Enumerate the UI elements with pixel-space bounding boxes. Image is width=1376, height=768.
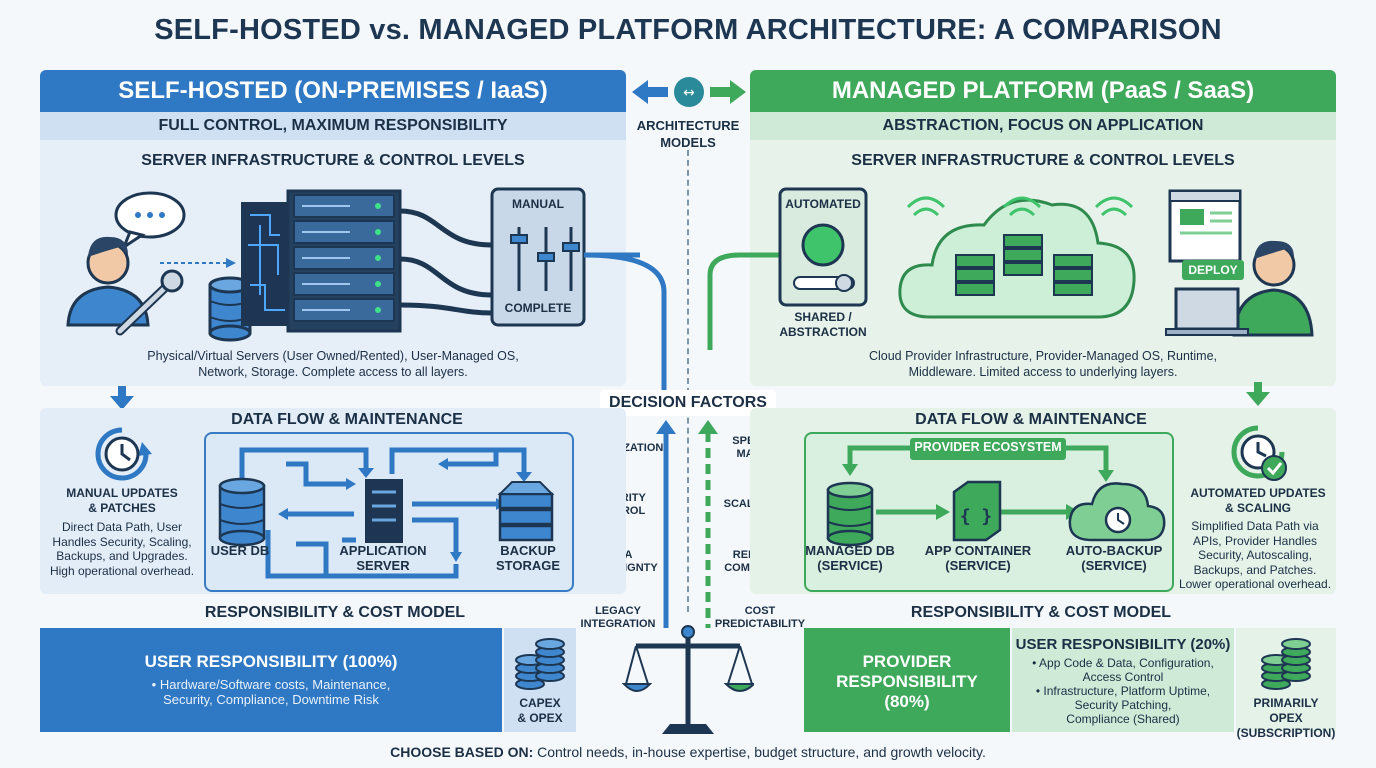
center-divider bbox=[687, 150, 689, 612]
provider-responsibility-line3: (80%) bbox=[884, 692, 930, 711]
capex-label-line2: & OPEX bbox=[517, 711, 563, 725]
user-20-box bbox=[1012, 628, 1234, 732]
automated-control-panel bbox=[778, 187, 868, 307]
control-abstraction-label: ABSTRACTION bbox=[779, 325, 867, 339]
node-app-container-line1: APP CONTAINER bbox=[924, 543, 1032, 558]
right-infra-title: SERVER INFRASTRUCTURE & CONTROL LEVELS bbox=[851, 152, 1235, 169]
bidirectional-arrow-icon: ↔ bbox=[632, 77, 746, 107]
left-flow-title: DATA FLOW & MAINTENANCE bbox=[231, 411, 463, 428]
right-updates-desc-3: Security, Autoscaling, bbox=[1198, 548, 1312, 562]
right-flow-diagram: { } bbox=[826, 438, 1166, 547]
user-responsibility-box bbox=[40, 628, 502, 732]
wifi-icon bbox=[906, 196, 1134, 217]
right-updates-desc-4: Backups, and Patches. bbox=[1193, 562, 1317, 577]
node-managed-db-line1: MANAGED DB bbox=[805, 543, 895, 558]
control-automated-label: AUTOMATED bbox=[785, 197, 861, 211]
clock-refresh-icon bbox=[95, 427, 152, 481]
user-20-desc-2: Access Control bbox=[1082, 670, 1164, 684]
control-shared-label: SHARED / bbox=[794, 310, 852, 324]
left-infra-desc-line1: Physical/Virtual Servers (User Owned/Ren… bbox=[147, 349, 519, 363]
left-infra-desc-line2: Network, Storage. Complete access to all… bbox=[198, 365, 468, 379]
clock-check-icon bbox=[1231, 425, 1287, 481]
provider-responsibility-line2: RESPONSIBILITY bbox=[836, 672, 978, 691]
left-flow-diagram bbox=[218, 447, 555, 579]
user-responsibility-desc-2: Security, Compliance, Downtime Risk bbox=[163, 692, 379, 707]
admin-person-icon bbox=[66, 236, 150, 327]
left-updates-desc-1: Direct Data Path, User bbox=[61, 520, 183, 534]
deploy-button: DEPLOY bbox=[1182, 260, 1244, 280]
browser-window-icon bbox=[1168, 189, 1242, 263]
managed-infrastructure-illustration bbox=[707, 187, 1314, 350]
server-rack-icon bbox=[286, 189, 402, 333]
svg-text:↔: ↔ bbox=[683, 85, 695, 101]
right-infra-desc-line2: Middleware. Limited access to underlying… bbox=[908, 365, 1178, 379]
user-responsibility-desc-1: • Hardware/Software costs, Maintenance, bbox=[151, 677, 391, 692]
node-app-server-line2: SERVER bbox=[356, 558, 410, 573]
node-backup-line2: STORAGE bbox=[495, 558, 561, 573]
right-updates-title-line2: & SCALING bbox=[1225, 501, 1291, 515]
left-updates-desc-3: Backups, and Upgrades. bbox=[56, 549, 188, 563]
provider-responsibility-box bbox=[804, 628, 1010, 732]
page-title: SELF-HOSTED vs. MANAGED PLATFORM ARCHITE… bbox=[154, 14, 1222, 46]
footer-text: Control needs, in-house expertise, budge… bbox=[533, 744, 986, 760]
factor-arrows bbox=[656, 420, 718, 628]
self-hosted-header: SELF-HOSTED (ON-PREMISES / IaaS) bbox=[40, 70, 626, 112]
architecture-models-label: ARCHITECTURE MODELS bbox=[636, 118, 740, 150]
right-cost-title: RESPONSIBILITY & COST MODEL bbox=[910, 604, 1172, 621]
control-complete-label: COMPLETE bbox=[504, 301, 572, 315]
user-20-desc-4: Security Patching, bbox=[1074, 698, 1172, 712]
cloud-icon bbox=[898, 198, 1136, 319]
footer-bold: CHOOSE BASED ON: bbox=[390, 744, 534, 760]
right-infra-desc-line1: Cloud Provider Infrastructure, Provider-… bbox=[868, 349, 1218, 363]
managed-header: MANAGED PLATFORM (PaaS / SaaS) bbox=[750, 70, 1336, 112]
node-auto-backup-line1: AUTO-BACKUP bbox=[1065, 543, 1163, 558]
balance-scale-icon bbox=[622, 625, 754, 734]
wrench-icon bbox=[115, 269, 184, 336]
right-flow-title: DATA FLOW & MAINTENANCE bbox=[915, 411, 1147, 428]
control-manual-label: MANUAL bbox=[512, 197, 564, 211]
user-20-desc-1: • App Code & Data, Configuration, bbox=[1032, 656, 1214, 670]
user-20-desc-5: Compliance (Shared) bbox=[1066, 712, 1180, 726]
right-updates-desc-1: Simplified Data Path via bbox=[1191, 519, 1319, 533]
node-managed-db-line2: (SERVICE) bbox=[817, 558, 883, 573]
node-auto-backup-line2: (SERVICE) bbox=[1081, 558, 1147, 573]
node-app-container-line2: (SERVICE) bbox=[945, 558, 1011, 573]
right-updates-title-line1: AUTOMATED UPDATES bbox=[1190, 486, 1326, 500]
left-updates-desc-4: High operational overhead. bbox=[49, 563, 195, 578]
provider-ecosystem-label: PROVIDER ECOSYSTEM bbox=[914, 440, 1062, 454]
right-down-arrow bbox=[1246, 382, 1270, 406]
self-hosted-infrastructure-illustration bbox=[66, 187, 640, 342]
user-20-title: USER RESPONSIBILITY (20%) bbox=[1015, 636, 1231, 653]
provider-responsibility-line1: PROVIDER bbox=[862, 652, 952, 671]
green-coins-icon bbox=[1261, 638, 1311, 690]
left-cost-title: RESPONSIBILITY & COST MODEL bbox=[204, 604, 466, 621]
left-infra-title: SERVER INFRASTRUCTURE & CONTROL LEVELS bbox=[141, 152, 525, 169]
node-backup-line1: BACKUP bbox=[500, 543, 556, 558]
svg-text:{ }: { } bbox=[960, 506, 993, 527]
managed-subheader: ABSTRACTION, FOCUS ON APPLICATION bbox=[750, 112, 1336, 140]
speech-bubble-icon bbox=[114, 191, 186, 251]
user-20-desc-3: • Infrastructure, Platform Uptime, bbox=[1035, 684, 1211, 698]
left-updates-title-line2: & PATCHES bbox=[88, 501, 156, 515]
self-hosted-subheader: FULL CONTROL, MAXIMUM RESPONSIBILITY bbox=[40, 112, 626, 140]
opex-label-line1: PRIMARILY OPEX bbox=[1253, 696, 1319, 725]
left-pipe bbox=[584, 252, 667, 402]
developer-person-icon bbox=[1232, 240, 1314, 337]
opex-label-line2: (SUBSCRIPTION) bbox=[1236, 726, 1336, 740]
user-responsibility-title: USER RESPONSIBILITY (100%) bbox=[144, 652, 398, 671]
decision-factors-label: DECISION FACTORS bbox=[600, 390, 776, 416]
right-updates-desc-5: Lower operational overhead. bbox=[1178, 577, 1332, 591]
left-updates-desc-2: Handles Security, Scaling, bbox=[52, 534, 192, 549]
capex-label-line1: CAPEX bbox=[519, 696, 561, 710]
footer-note: CHOOSE BASED ON: Control needs, in-house… bbox=[0, 744, 1376, 760]
factor-cost-predictability: COST PREDICTABILITY bbox=[714, 605, 806, 630]
left-down-arrow bbox=[110, 386, 134, 410]
left-updates-title-line1: MANUAL UPDATES bbox=[66, 486, 178, 500]
factor-legacy-integration: LEGACY INTEGRATION bbox=[580, 605, 656, 630]
right-updates-desc-2: APIs, Provider Handles bbox=[1192, 533, 1318, 548]
node-user-db: USER DB bbox=[210, 543, 270, 558]
laptop-icon bbox=[1165, 287, 1249, 336]
node-app-server-line1: APPLICATION bbox=[339, 543, 427, 558]
coins-icon bbox=[515, 638, 565, 690]
